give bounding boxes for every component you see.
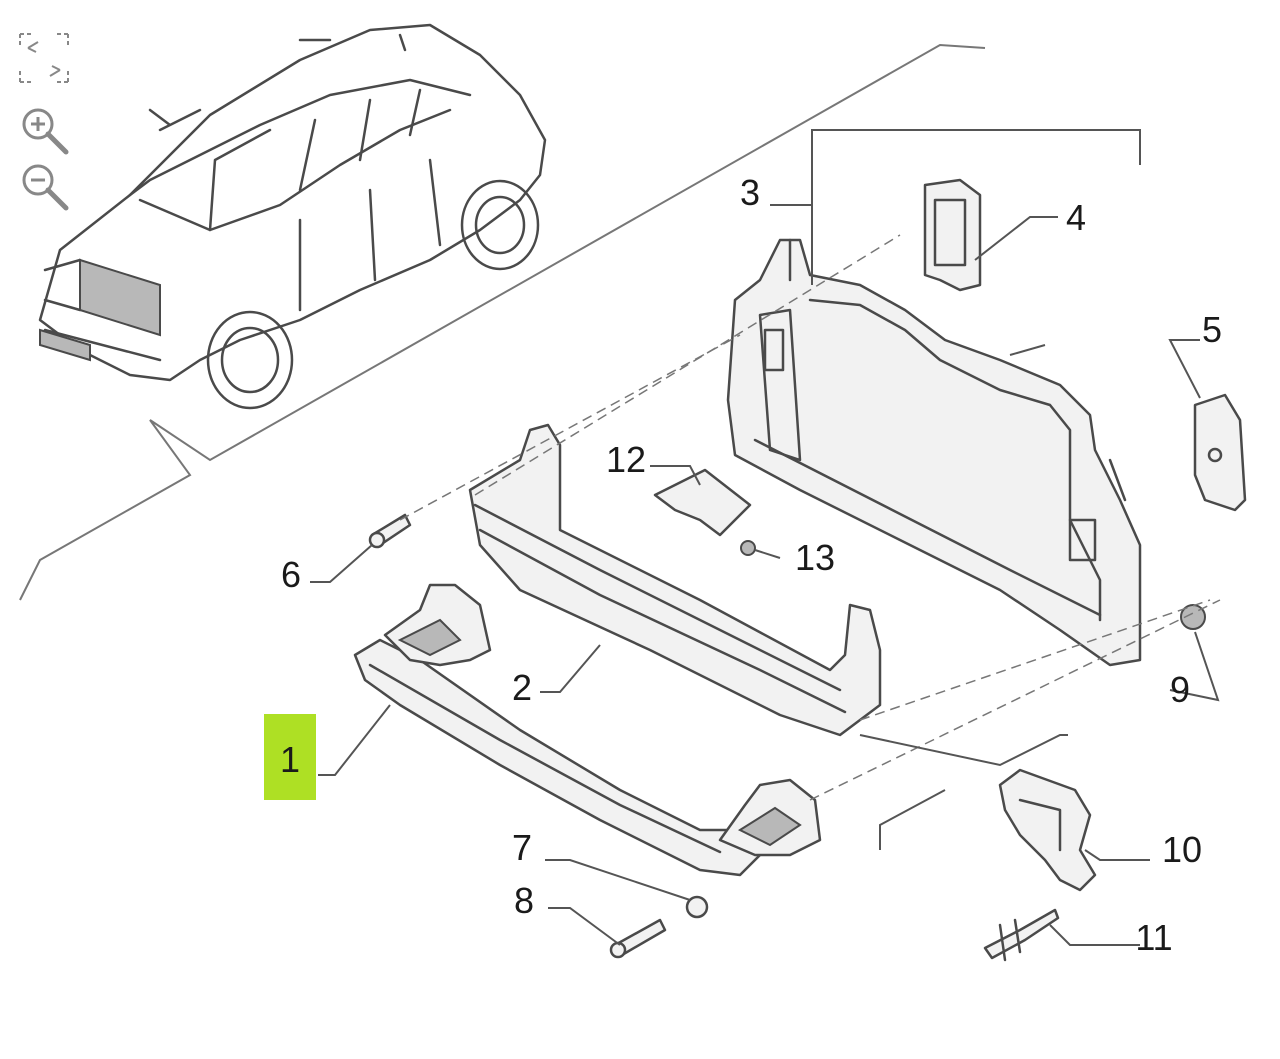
part-7-nut	[685, 895, 709, 919]
callout-8[interactable]: 8	[514, 880, 534, 921]
callout-2[interactable]: 2	[512, 667, 532, 708]
leader-lines	[310, 129, 1220, 946]
selected-callout-highlight	[264, 714, 316, 800]
vehicle-inset-frame	[19, 43, 986, 601]
part-5-plate	[1193, 393, 1247, 512]
part-11-rivet	[983, 908, 1060, 962]
part-4-bracket	[923, 178, 982, 292]
zoom-out-button[interactable]	[12, 156, 76, 216]
callout-1[interactable]: 1	[280, 739, 300, 780]
callout-4[interactable]: 4	[1066, 197, 1086, 238]
part-13-clip	[740, 540, 756, 556]
part-8-bolt	[609, 918, 667, 959]
callout-12[interactable]: 12	[606, 439, 646, 480]
callout-labels: 1 2 3 4 5 6 7 8 9 10 11 12 13	[280, 172, 1222, 958]
callout-6[interactable]: 6	[281, 554, 301, 595]
part-3-front-panel	[726, 238, 1142, 667]
zoom-out-icon	[22, 164, 69, 211]
zoom-in-icon	[22, 108, 69, 155]
callout-10[interactable]: 10	[1162, 829, 1202, 870]
zoom-in-button[interactable]	[12, 100, 76, 160]
vehicle-illustration	[38, 23, 547, 410]
part-12-plate	[653, 468, 752, 537]
callout-11[interactable]: 11	[1135, 917, 1172, 958]
callout-13[interactable]: 13	[795, 537, 835, 578]
assembly-lines	[399, 234, 1221, 801]
parts-diagram: 1 2 3 4 5 6 7 8 9 10 11 12 13	[19, 23, 1247, 962]
viewer-toolbar	[12, 28, 76, 218]
callout-7[interactable]: 7	[512, 827, 532, 868]
part-2-crossbeam	[468, 423, 882, 737]
callout-5[interactable]: 5	[1202, 309, 1222, 350]
diagram-viewer[interactable]: 1 2 3 4 5 6 7 8 9 10 11 12 13	[0, 0, 1280, 990]
part-10-bracket	[998, 768, 1097, 892]
callout-3[interactable]: 3	[740, 172, 760, 213]
part-1-bumper-beam	[353, 583, 822, 877]
fit-screen-button[interactable]	[12, 28, 76, 88]
callout-9[interactable]: 9	[1170, 669, 1190, 710]
part-6-bolt	[368, 513, 412, 549]
fit-screen-icon	[19, 33, 69, 83]
